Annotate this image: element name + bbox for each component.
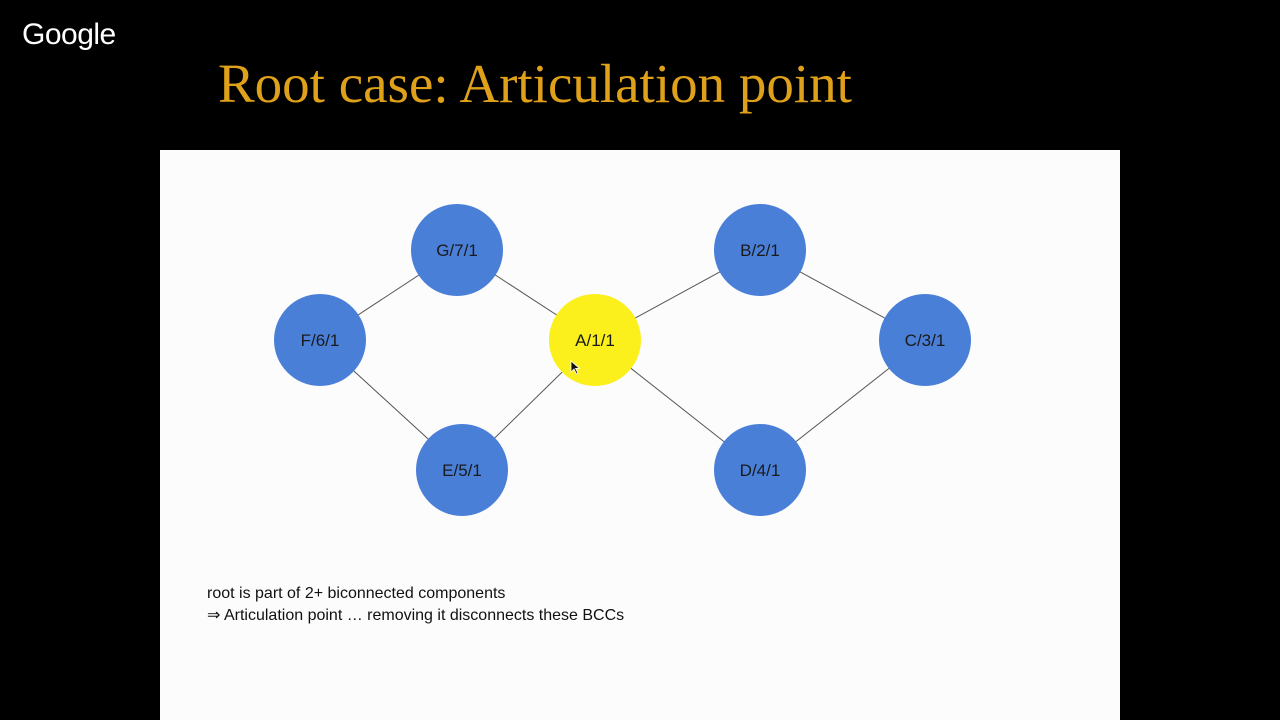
- node-circle-c: [879, 294, 971, 386]
- node-circle-d: [714, 424, 806, 516]
- node-c: C/3/1: [879, 294, 971, 386]
- node-label-a: A/1/1: [575, 331, 615, 350]
- node-f: F/6/1: [274, 294, 366, 386]
- node-label-c: C/3/1: [905, 331, 946, 350]
- caption-line-1: root is part of 2+ biconnected component…: [207, 585, 506, 602]
- node-circle-f: [274, 294, 366, 386]
- node-circle-g: [411, 204, 503, 296]
- node-label-b: B/2/1: [740, 241, 780, 260]
- mouse-cursor-icon: [570, 360, 581, 375]
- node-label-d: D/4/1: [740, 461, 781, 480]
- node-g: G/7/1: [411, 204, 503, 296]
- node-label-e: E/5/1: [442, 461, 482, 480]
- node-circle-b: [714, 204, 806, 296]
- slide-title: Root case: Articulation point: [218, 53, 852, 114]
- node-label-g: G/7/1: [436, 241, 478, 260]
- node-label-f: F/6/1: [301, 331, 340, 350]
- node-b: B/2/1: [714, 204, 806, 296]
- node-circle-e: [416, 424, 508, 516]
- google-logo: Google: [22, 18, 116, 51]
- node-e: E/5/1: [416, 424, 508, 516]
- caption-line-2: ⇒ Articulation point … removing it disco…: [207, 607, 625, 624]
- graph-diagram: G/7/1F/6/1E/5/1 A/1/1 B/2/1C/3/1D/4/1: [274, 204, 971, 516]
- node-a: A/1/1: [549, 294, 641, 386]
- caption: root is part of 2+ biconnected component…: [207, 583, 624, 627]
- node-d: D/4/1: [714, 424, 806, 516]
